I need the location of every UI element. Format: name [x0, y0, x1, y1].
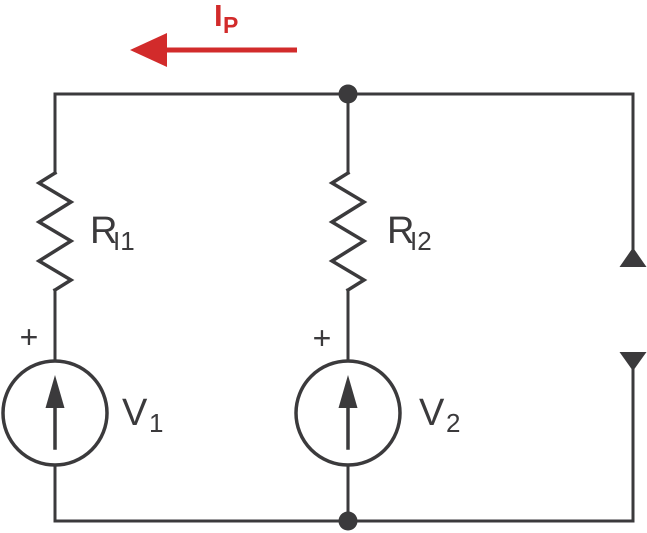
resistor1-label-main: R: [90, 210, 117, 252]
connector-arrow-down-icon: [619, 352, 647, 371]
source1-label-sub: 1: [149, 408, 163, 438]
resistor-ri1-symbol: [35, 170, 75, 293]
current-label-sub: P: [223, 12, 238, 38]
source2-label-sub: 2: [446, 408, 460, 438]
source2-polarity-mark: +: [313, 320, 332, 356]
resistor-ri2-symbol: [328, 170, 368, 293]
source1-label-main: V: [122, 392, 148, 434]
connector-arrow-up-icon: [619, 247, 647, 267]
current-label-group: I P: [214, 0, 238, 38]
junction-dot-top: [338, 84, 358, 104]
component-labels-group: R I1 R I2 V 1 V 2 + +: [20, 210, 461, 438]
voltage-source-v1-arrowhead-icon: [45, 375, 65, 408]
current-label-main: I: [214, 0, 223, 33]
current-arrowhead-icon: [130, 33, 167, 67]
resistor2-label-sub: I2: [410, 226, 432, 256]
source1-polarity-mark: +: [20, 319, 39, 355]
resistor2-label-main: R: [387, 210, 414, 252]
junction-dot-bottom: [338, 511, 358, 531]
filled-marks-group: [45, 84, 647, 531]
voltage-source-v2-arrowhead-icon: [338, 375, 358, 408]
current-arrowhead-group: [130, 33, 167, 67]
wires-group: [1, 92, 635, 523]
resistor1-label-sub: I1: [113, 226, 135, 256]
source2-label-main: V: [419, 392, 445, 434]
